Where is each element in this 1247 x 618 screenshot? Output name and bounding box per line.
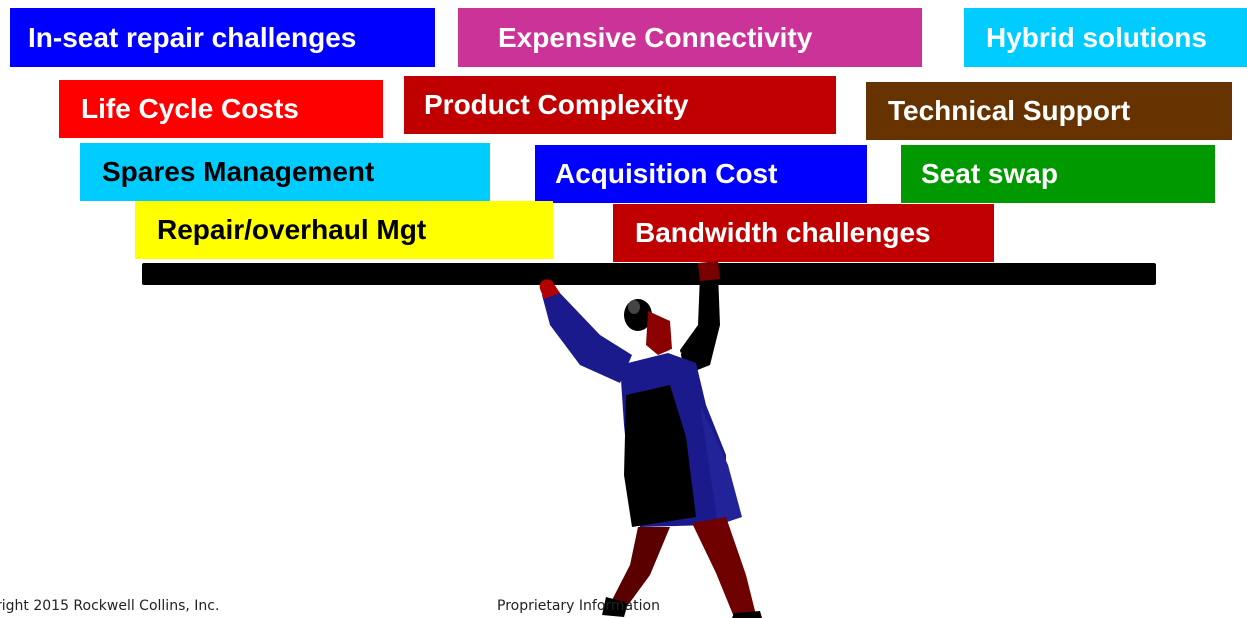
label-in-seat-repair: In-seat repair challenges bbox=[10, 8, 435, 67]
label-life-cycle-costs: Life Cycle Costs bbox=[59, 80, 383, 138]
footer-proprietary: Proprietary Information bbox=[497, 598, 660, 614]
footer-copyright: right 2015 Rockwell Collins, Inc. bbox=[0, 598, 220, 614]
label-product-complexity: Product Complexity bbox=[404, 76, 836, 134]
label-technical-support: Technical Support bbox=[866, 82, 1232, 140]
label-hybrid-solutions: Hybrid solutions bbox=[964, 8, 1247, 67]
label-bandwidth-challenges: Bandwidth challenges bbox=[613, 204, 994, 262]
label-spares-management: Spares Management bbox=[80, 143, 490, 201]
label-seat-swap: Seat swap bbox=[901, 145, 1215, 203]
beam-bar bbox=[142, 263, 1156, 285]
woman-lifting-figure bbox=[539, 261, 762, 618]
label-acquisition-cost: Acquisition Cost bbox=[535, 145, 867, 203]
label-expensive-connectivity: Expensive Connectivity bbox=[458, 8, 922, 67]
label-repair-overhaul: Repair/overhaul Mgt bbox=[135, 201, 553, 259]
